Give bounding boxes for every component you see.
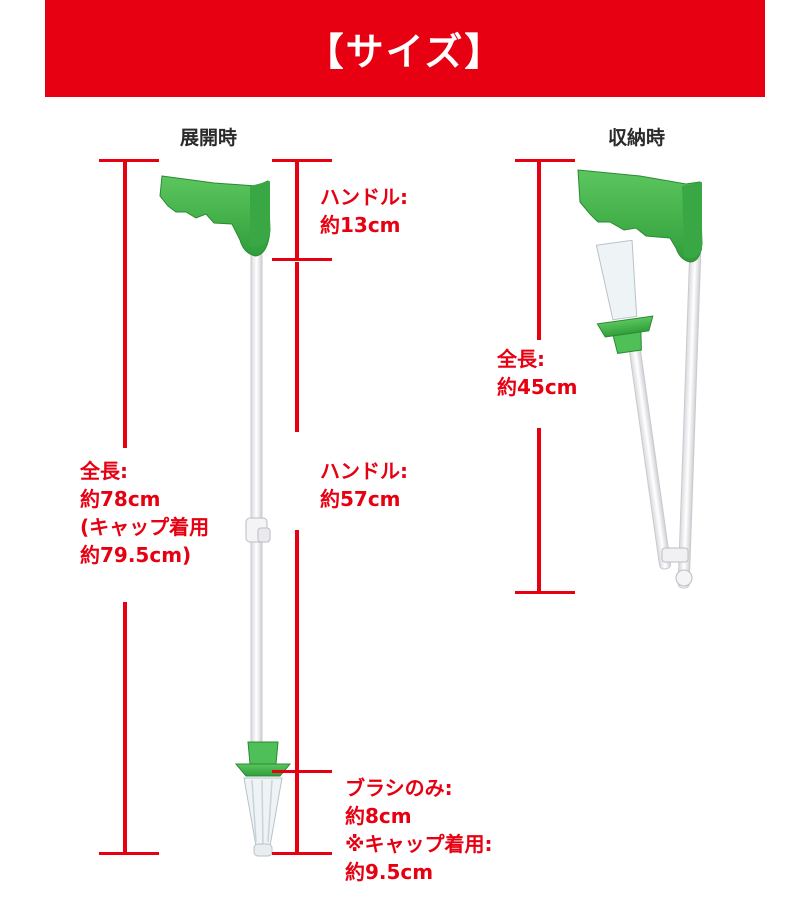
total-length-cap-top <box>99 159 159 162</box>
pole-clip <box>257 527 271 543</box>
expanded-tool <box>159 175 292 857</box>
total-length-title: 全長: <box>80 459 128 483</box>
total-length-cap-bottom <box>99 852 159 855</box>
expanded-label: 展開時 <box>180 127 238 149</box>
stored-length-title: 全長: <box>497 347 545 371</box>
total-length-line-bottom <box>123 602 127 854</box>
stored-joint <box>661 547 689 563</box>
handle-length-value: 約13cm <box>320 213 401 237</box>
expanded-pole <box>250 251 263 758</box>
stored-length-line-bottom <box>537 428 541 593</box>
pole-length-line-top <box>295 262 299 432</box>
brush-neck <box>247 741 279 765</box>
pole-length-title: ハンドル: <box>320 459 408 483</box>
total-length-value: 約78cm <box>80 487 161 511</box>
stored-bristles <box>595 239 638 321</box>
brush-cap-top <box>272 770 332 773</box>
total-length-label: 全長: 約78cm (キャップ着用 約79.5cm) <box>80 457 209 569</box>
page-title: 【サイズ】 <box>305 30 505 74</box>
pole-length-line-bottom <box>295 530 299 770</box>
total-length-cap-note: (キャップ着用 <box>80 515 210 539</box>
stored-length-value: 約45cm <box>497 375 578 399</box>
brush-tip <box>253 843 273 857</box>
handle-length-title: ハンドル: <box>320 185 408 209</box>
total-length-line-top <box>123 160 127 448</box>
brush-cap-note: ※キャップ着用: <box>345 832 493 856</box>
handle-cap-bottom <box>272 258 332 261</box>
brush-cap-value: 約9.5cm <box>345 860 434 884</box>
stored-label: 収納時 <box>608 127 666 149</box>
pole-length-label: ハンドル: 約57cm <box>320 457 408 513</box>
stored-handle-front <box>682 182 702 258</box>
stored-tool <box>577 169 703 589</box>
stored-hinge <box>675 569 693 587</box>
brush-cap-bottom <box>272 852 332 855</box>
stored-length-line-top <box>537 160 541 340</box>
brush-length-title: ブラシのみ: <box>345 776 453 800</box>
stored-pole <box>677 247 702 589</box>
handle-length-line <box>295 160 299 260</box>
handle-cap-top <box>272 159 332 162</box>
stored-length-label: 全長: 約45cm <box>497 345 578 401</box>
brush-length-label: ブラシのみ: 約8cm ※キャップ着用: 約9.5cm <box>345 774 492 886</box>
stored-cap-top <box>515 159 575 162</box>
stored-cap-bottom <box>515 591 575 594</box>
header-banner: 【サイズ】 <box>45 0 765 97</box>
brush-length-line <box>295 772 299 854</box>
brush-length-value: 約8cm <box>345 804 412 828</box>
stored-brush-pole <box>628 340 672 570</box>
stored-brush-neck <box>612 331 642 354</box>
handle-length-label: ハンドル: 約13cm <box>320 183 408 239</box>
pole-length-value: 約57cm <box>320 487 401 511</box>
handle-front <box>250 181 270 247</box>
total-length-cap-value: 約79.5cm) <box>80 543 192 567</box>
